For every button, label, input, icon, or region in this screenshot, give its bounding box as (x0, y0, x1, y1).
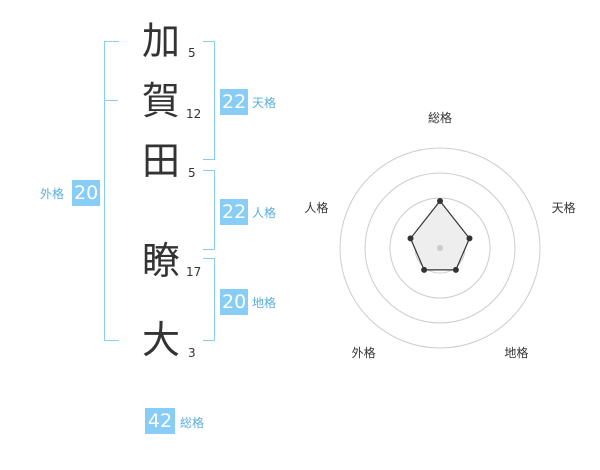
radar-point-3 (452, 266, 459, 273)
radar-axis-label-1: 総格 (428, 110, 452, 125)
radar-point-4 (421, 266, 428, 273)
gaikaku-value: 20 (72, 180, 100, 206)
tenkaku-bracket (203, 41, 215, 160)
radar-axis-label-3: 地格 (504, 345, 528, 360)
jinkaku-label: 人格 (252, 206, 277, 220)
chikaku-label: 地格 (252, 296, 277, 310)
radar-center-dot (437, 245, 443, 251)
radar-axis-label-4: 外格 (352, 345, 376, 360)
jinkaku-bracket (203, 170, 215, 250)
gaikaku-bracket (104, 41, 119, 341)
gaikaku-bracket-tick (104, 100, 118, 101)
name-char-4: 瞭 (141, 239, 180, 283)
stroke-count-1: 5 (188, 46, 196, 60)
stroke-count-4: 17 (186, 265, 202, 279)
radar-area (409, 200, 471, 271)
name-char-3: 田 (141, 139, 180, 183)
tenkaku-label: 天格 (252, 96, 277, 110)
stroke-count-2: 12 (186, 107, 202, 121)
stroke-count-5: 3 (188, 346, 196, 360)
name-char-2: 賀 (141, 79, 180, 123)
radar-ring-3 (364, 172, 516, 324)
radar-point-5 (407, 235, 414, 242)
radar-axis-label-2: 天格 (552, 200, 576, 215)
tenkaku-value: 22 (220, 89, 248, 115)
stroke-count-3: 5 (188, 166, 196, 180)
chikaku-value: 20 (220, 289, 248, 315)
radar-point-2 (466, 235, 473, 242)
radar-axis-label-5: 人格 (304, 200, 328, 215)
radar-ring-4 (339, 147, 541, 349)
soukaku-label: 総格 (180, 416, 205, 430)
name-char-1: 加 (141, 19, 180, 63)
chikaku-bracket (203, 258, 215, 341)
radar-point-1 (437, 198, 443, 204)
gaikaku-label: 外格 (40, 187, 65, 201)
name-char-5: 大 (141, 318, 180, 362)
soukaku-value: 42 (145, 408, 175, 434)
jinkaku-value: 22 (220, 199, 248, 225)
